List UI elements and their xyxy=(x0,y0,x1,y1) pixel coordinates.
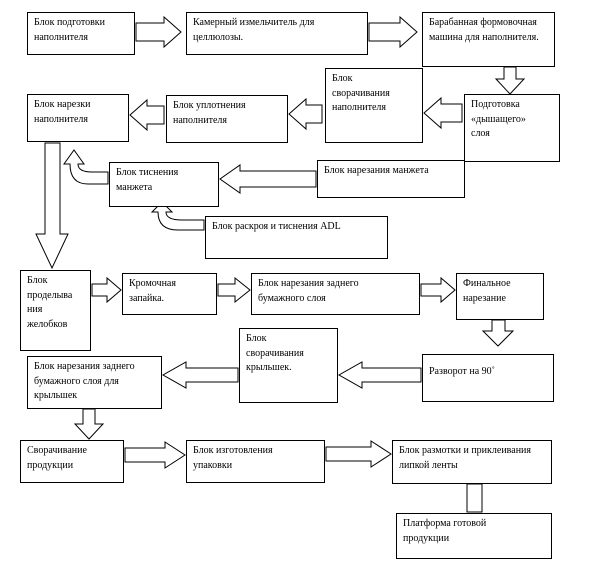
block-adl-cutting-embossing: Блок раскроя и тиснения ADL xyxy=(205,216,388,259)
block-edge-sealing: Кромочная запайка. xyxy=(122,273,217,315)
block-cuff-cutting: Блок нарезания манжета xyxy=(317,160,465,198)
arrow-b18-to-b19 xyxy=(124,441,186,469)
arrow-b02-to-b03 xyxy=(368,15,418,49)
arrow-b05-to-b04 xyxy=(423,96,463,130)
block-cuff-embossing: Блок тиснения манжета xyxy=(109,162,219,207)
arrow-b10-to-b08 xyxy=(150,201,205,231)
arrow-b15-to-b17 xyxy=(161,361,239,389)
arrow-b13-to-b14 xyxy=(420,276,456,304)
block-adhesive-tape-unwinding: Блок размотки и приклеивания липкой лент… xyxy=(392,440,552,484)
arrow-b12-to-b13 xyxy=(217,276,251,304)
arrow-b03-to-b05 xyxy=(494,66,526,95)
connector-b20-to-b21 xyxy=(466,483,483,513)
block-back-paper-layer-cutting-for-wings: Блок нарезания заднего бумажного слоя дл… xyxy=(27,356,162,409)
block-packaging-production: Блок изготовления упаковки xyxy=(186,440,325,483)
block-filler-folding: Блок сворачивания наполнителя xyxy=(325,68,423,143)
arrow-b04-to-b06 xyxy=(288,97,323,131)
arrow-b16-to-b15 xyxy=(337,361,422,389)
arrow-b09-to-b08 xyxy=(219,164,317,194)
block-breathable-layer-preparation: Подготовка «дышащего» слоя xyxy=(464,94,560,162)
block-drum-forming-machine: Барабанная формовочная машина для наполн… xyxy=(422,12,555,67)
block-filler-compaction: Блок уплотнения наполнителя xyxy=(166,95,288,143)
block-product-folding: Сворачивание продукции xyxy=(20,440,124,483)
block-back-paper-layer-cutting: Блок нарезания заднего бумажного слоя xyxy=(251,273,420,315)
block-filler-cutting: Блок нарезки наполнителя xyxy=(27,94,129,142)
arrow-b17-to-b18 xyxy=(73,408,105,440)
arrow-b11-to-b12 xyxy=(91,276,122,304)
block-final-cutting: Финальное нарезание xyxy=(456,273,544,320)
block-filler-preparation: Блок подготовки наполнителя xyxy=(27,12,135,55)
arrow-b01-to-b02 xyxy=(135,15,182,49)
block-rotation-90: Разворот на 90˚ xyxy=(422,354,554,402)
arrow-b08-to-b07 xyxy=(63,149,109,185)
block-finished-product-platform: Платформа готовой продукции xyxy=(396,513,552,559)
arrow-b14-to-b16 xyxy=(481,319,515,347)
block-groove-making: Блок проделыва ния желобков xyxy=(20,270,91,351)
block-cellulose-chamber-grinder: Камерный измельчитель для целлюлозы. xyxy=(186,12,368,55)
block-wings-folding: Блок сворачивания крыльшек. xyxy=(239,328,338,403)
arrow-b07-to-b11 xyxy=(35,142,69,270)
arrow-b06-to-b07 xyxy=(129,98,165,132)
arrow-b19-to-b20 xyxy=(325,440,392,468)
